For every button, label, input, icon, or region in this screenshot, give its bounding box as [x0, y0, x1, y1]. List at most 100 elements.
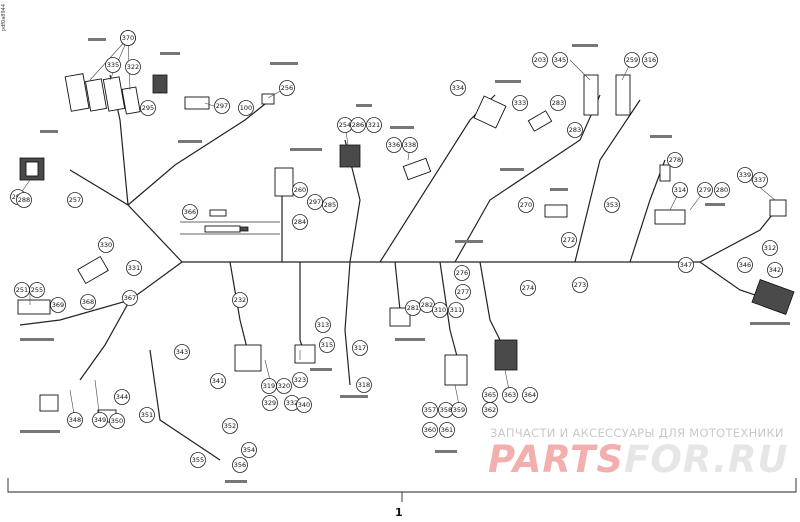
callout-355: 355: [190, 452, 206, 468]
callout-label: 232: [234, 296, 246, 304]
callout-353: 353: [604, 197, 620, 213]
callout-321: 321: [366, 117, 382, 133]
annotation-notes: [20, 38, 790, 483]
callout-label: 357: [424, 406, 436, 414]
callout-label: 368: [82, 298, 94, 306]
callout-label: 370: [122, 34, 134, 42]
callout-364: 364: [522, 387, 538, 403]
callout-368: 368: [80, 294, 96, 310]
callout-label: 359: [453, 406, 465, 414]
callout-272: 272: [561, 232, 577, 248]
callout-339: 339: [737, 167, 753, 183]
callout-337: 337: [752, 172, 768, 188]
callout-276: 276: [454, 265, 470, 281]
callout-label: 356: [234, 461, 246, 469]
callout-label: 340: [298, 401, 310, 409]
callout-286: 286: [350, 117, 366, 133]
callout-label: 338: [404, 141, 416, 149]
callout-label: 361: [441, 426, 453, 434]
callout-label: 316: [644, 56, 656, 64]
callout-label: 273: [574, 281, 586, 289]
callout-label: 282: [421, 301, 433, 309]
callout-312: 312: [762, 240, 778, 256]
callout-label: 276: [456, 269, 468, 277]
callout-label: 283: [569, 126, 581, 134]
callout-330: 330: [98, 237, 114, 253]
callout-label: 312: [764, 244, 776, 252]
callout-320: 320: [276, 378, 292, 394]
callout-label: 272: [563, 236, 575, 244]
assembly-bracket: [7, 478, 797, 502]
callout-label: 259: [626, 56, 638, 64]
right-connectors: [473, 74, 795, 315]
left-mid-connectors: [17, 255, 117, 423]
callout-352: 352: [222, 418, 238, 434]
callout-label: 364: [524, 391, 536, 399]
callout-label: 277: [457, 288, 469, 296]
callout-label: 341: [212, 377, 224, 385]
callout-257: 257: [67, 192, 83, 208]
callout-317: 317: [352, 340, 368, 356]
callout-label: 337: [754, 176, 766, 184]
callout-357: 357: [422, 402, 438, 418]
callout-274: 274: [520, 280, 536, 296]
callout-346: 346: [737, 257, 753, 273]
callout-338: 338: [402, 137, 418, 153]
top-left-relay-cluster: [64, 73, 275, 115]
callout-256: 256: [279, 80, 295, 96]
callout-277: 277: [455, 284, 471, 300]
callout-336: 336: [386, 137, 402, 153]
callout-342: 342: [767, 262, 783, 278]
callout-label: 284: [294, 218, 306, 226]
callout-label: 336: [388, 141, 400, 149]
callout-label: 362: [484, 406, 496, 414]
callout-label: 260: [294, 186, 306, 194]
callout-label: 280: [716, 186, 728, 194]
callout-319: 319: [261, 378, 277, 394]
callout-label: 348: [69, 416, 81, 424]
callout-label: 295: [142, 104, 154, 112]
callout-285: 285: [322, 197, 338, 213]
watermark-logo-part2: FOR.RU: [624, 438, 789, 481]
callout-label: 322: [127, 63, 139, 71]
callout-label: 369: [52, 301, 64, 309]
callout-label: 313: [317, 321, 329, 329]
callout-label: 256: [281, 84, 293, 92]
center-connectors: [234, 144, 518, 386]
callout-370: 370: [120, 30, 136, 46]
callout-288: 288: [16, 192, 32, 208]
callout-label: 350: [111, 417, 123, 425]
callout-341: 341: [210, 373, 226, 389]
callout-232: 232: [232, 292, 248, 308]
callout-label: 319: [263, 382, 275, 390]
callout-367: 367: [122, 290, 138, 306]
callout-333: 333: [512, 95, 528, 111]
callout-label: 346: [739, 261, 751, 269]
callout-278: 278: [667, 152, 683, 168]
callout-label: 288: [18, 196, 30, 204]
callout-label: 255: [31, 286, 43, 294]
callout-label: 343: [176, 348, 188, 356]
callout-282: 282: [419, 297, 435, 313]
callout-label: 274: [522, 284, 534, 292]
callout-label: 355: [192, 456, 204, 464]
callout-label: 297: [216, 102, 228, 110]
callout-label: 286: [352, 121, 364, 129]
callout-label: 323: [294, 376, 306, 384]
callout-329: 329: [262, 395, 278, 411]
watermark-logo: PARTSFOR.RU: [488, 438, 789, 481]
callout-label: 283: [552, 99, 564, 107]
callout-label: 315: [321, 341, 333, 349]
callout-label: 360: [424, 426, 436, 434]
callout-284: 284: [292, 214, 308, 230]
callout-label: 329: [264, 399, 276, 407]
callout-318: 318: [356, 377, 372, 393]
callout-366: 366: [182, 204, 198, 220]
left-block-connector: [19, 157, 45, 181]
callout-label: 342: [769, 266, 781, 274]
callout-347: 347: [678, 257, 694, 273]
callout-340: 340: [296, 397, 312, 413]
callout-label: 332: [286, 399, 298, 407]
callout-345: 345: [552, 52, 568, 68]
callout-label: 367: [124, 294, 136, 302]
